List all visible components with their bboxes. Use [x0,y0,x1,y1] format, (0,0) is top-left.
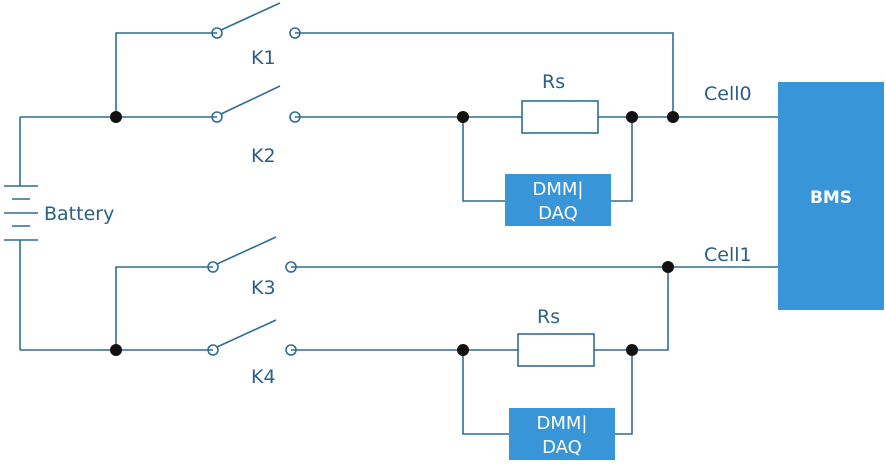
k1-label: K1 [251,47,276,69]
switch-k2 [211,85,301,123]
switch-k1 [211,2,301,39]
cell1-label: Cell1 [704,244,752,266]
junction-node [110,344,122,356]
labels: Battery K1 K2 K3 K4 Rs Rs Cell0 Cell1 [44,47,752,388]
dmm-bottom-line1: DMM| [537,413,588,434]
junction-node [626,344,638,356]
rs-top-label: Rs [542,71,565,93]
junction-node [110,111,122,123]
resistor-rs-bottom [517,333,595,367]
rs-bottom-output-wire [594,267,669,351]
k1-branch-wire [115,32,217,117]
resistor-rs-top [521,100,599,134]
battery-label: Battery [44,203,114,225]
dmm-top-line1: DMM| [533,179,584,200]
switch-k3 [207,236,297,273]
k1-output-wire [295,32,674,117]
junction-node [667,111,679,123]
junction-node [626,111,638,123]
k3-label: K3 [251,277,276,299]
k3-branch-wire [115,266,213,350]
bms-box: BMS [778,82,884,310]
bms-label: BMS [810,188,852,208]
dmm-top-line2: DAQ [538,203,578,224]
k2-label: K2 [251,145,276,167]
junction-node [457,344,469,356]
dmm-daq-box-top: DMM| DAQ [505,174,611,226]
rs-bottom-label: Rs [537,306,560,328]
dmm-daq-box-bottom: DMM| DAQ [509,408,615,460]
cell0-label: Cell0 [704,83,752,105]
wires [19,32,778,435]
dmm-bottom-line2: DAQ [542,437,582,458]
junction-nodes [110,111,679,356]
k4-label: K4 [251,366,276,388]
junction-node [662,261,674,273]
battery-symbol [4,185,38,241]
junction-node [457,111,469,123]
switch-k4 [207,319,297,356]
